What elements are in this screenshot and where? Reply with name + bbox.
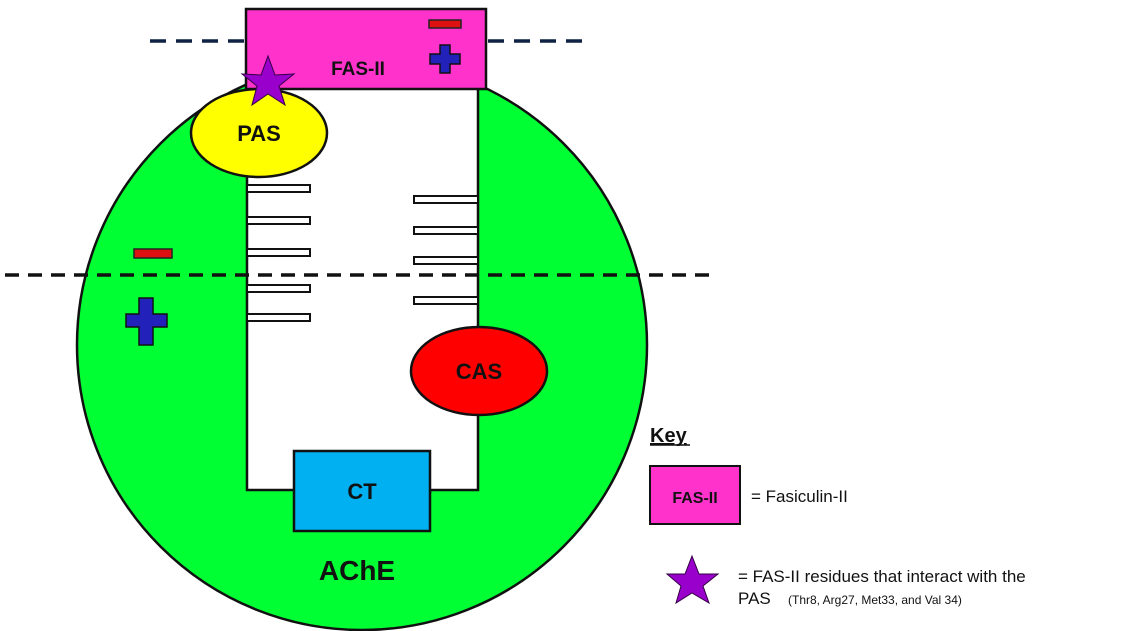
pas-label: PAS: [237, 121, 281, 146]
left-gorge-residues: [246, 184, 311, 322]
cas-ellipse: [409, 325, 549, 417]
key-fas2-description: = Fasiculin-II: [751, 487, 848, 506]
ache-label: AChE: [319, 555, 395, 586]
key-fas2-swatch-label: FAS-II: [672, 490, 717, 507]
right-gorge-residues: [413, 195, 479, 305]
residue-bar: [246, 216, 311, 225]
cas-label: CAS: [456, 359, 502, 384]
minus-sign-icon: [133, 248, 173, 259]
minus-sign-icon: [428, 19, 462, 29]
star-icon: [240, 54, 296, 107]
plus-sign-icon: [429, 44, 461, 74]
ct-label: CT: [347, 479, 377, 504]
key-fas2-swatch: [649, 465, 741, 525]
residue-bar: [246, 313, 311, 322]
ct-box: [292, 449, 432, 533]
residue-bar: [246, 184, 311, 193]
star-icon: [665, 554, 720, 605]
key-star-description-pas: PAS: [738, 589, 771, 608]
key-title: Key: [650, 425, 688, 447]
residue-bar: [246, 248, 311, 257]
fas2-box-label: FAS-II: [331, 59, 385, 80]
key-star-description: = FAS-II residues that interact with the: [738, 567, 1026, 586]
residue-bar: [246, 284, 311, 293]
residue-bar: [413, 226, 479, 235]
residue-bar: [413, 195, 479, 204]
key-star-residues: (Thr8, Arg27, Met33, and Val 34): [788, 593, 962, 607]
plus-sign-icon: [125, 297, 168, 346]
residue-bar: [413, 256, 479, 265]
residue-bar: [413, 296, 479, 305]
